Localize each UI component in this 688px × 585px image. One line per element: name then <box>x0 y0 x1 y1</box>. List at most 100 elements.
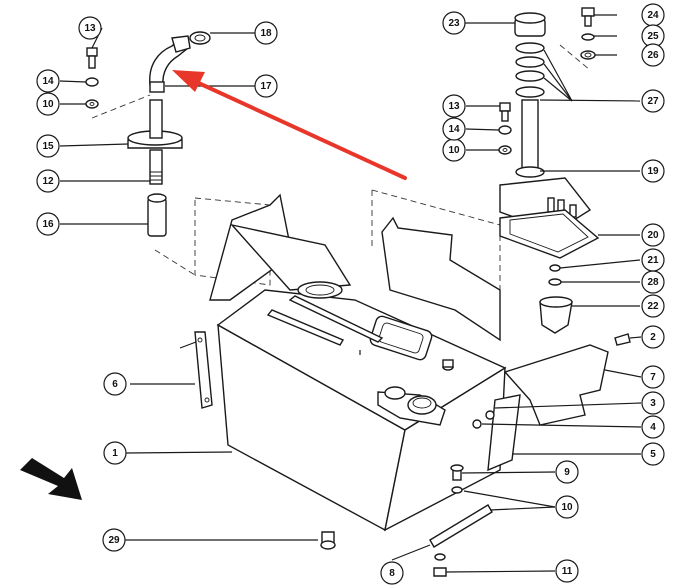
callout-circle <box>641 159 665 183</box>
callout-5: 5 <box>641 442 665 466</box>
callout-10b: 10 <box>442 138 466 162</box>
callout-14a: 14 <box>36 69 60 93</box>
callout-number: 7 <box>650 372 656 383</box>
callout-number: 16 <box>42 219 54 230</box>
callout-number: 10 <box>42 99 54 110</box>
callout-number: 11 <box>562 566 573 577</box>
callout-28: 28 <box>641 270 665 294</box>
bold-arrow-down-right-icon <box>20 458 82 500</box>
callout-circle <box>254 74 278 98</box>
callout-circle <box>36 212 60 236</box>
callout-circle <box>442 94 466 118</box>
callout-circle <box>555 559 579 583</box>
callout-circle <box>103 372 127 396</box>
callout-number: 24 <box>647 10 659 21</box>
callout-number: 20 <box>647 230 659 241</box>
callout-11: 11 <box>555 559 579 583</box>
callout-number: 27 <box>647 96 659 107</box>
callout-circle <box>641 43 665 67</box>
callout-14b: 14 <box>442 117 466 141</box>
callout-circle <box>641 89 665 113</box>
callout-circle <box>442 11 466 35</box>
callout-2: 2 <box>641 325 665 349</box>
callout-circle <box>36 69 60 93</box>
callout-number: 4 <box>650 422 656 433</box>
callout-29: 29 <box>102 528 126 552</box>
callout-circle <box>36 169 60 193</box>
callout-circle <box>442 117 466 141</box>
callout-number: 21 <box>647 255 659 266</box>
callout-number: 1 <box>112 448 118 459</box>
callout-number: 19 <box>647 166 659 177</box>
callout-circle <box>555 495 579 519</box>
callout-circle <box>36 134 60 158</box>
callout-circle <box>641 223 665 247</box>
callout-number: 8 <box>389 568 395 579</box>
callout-circle <box>641 391 665 415</box>
callout-21: 21 <box>641 248 665 272</box>
callout-circle <box>102 528 126 552</box>
assembly-guide-lines <box>91 44 591 290</box>
callout-19: 19 <box>641 159 665 183</box>
callout-16: 16 <box>36 212 60 236</box>
callout-number: 13 <box>84 23 96 34</box>
callout-10a: 10 <box>36 92 60 116</box>
callout-20: 20 <box>641 223 665 247</box>
callout-17: 17 <box>254 74 278 98</box>
callout-number: 12 <box>42 176 54 187</box>
callout-number: 14 <box>42 76 54 87</box>
callout-circle <box>641 415 665 439</box>
callout-circle <box>641 325 665 349</box>
callout-24: 24 <box>641 3 665 27</box>
callout-number: 25 <box>647 31 659 42</box>
callout-27: 27 <box>641 89 665 113</box>
callout-number: 13 <box>448 101 460 112</box>
callout-10c: 10 <box>555 495 579 519</box>
leader-lines <box>59 14 642 573</box>
callout-9: 9 <box>555 460 579 484</box>
callout-number: 10 <box>561 502 573 513</box>
fuel-sender-assembly <box>498 7 600 334</box>
callout-13b: 13 <box>442 94 466 118</box>
callout-7: 7 <box>641 365 665 389</box>
callout-number: 22 <box>647 301 659 312</box>
callout-6: 6 <box>103 372 127 396</box>
callout-22: 22 <box>641 294 665 318</box>
callout-number: 23 <box>448 18 460 29</box>
callout-circle <box>641 442 665 466</box>
callout-circle <box>36 92 60 116</box>
callout-number: 15 <box>42 141 54 152</box>
callout-4: 4 <box>641 415 665 439</box>
callout-12: 12 <box>36 169 60 193</box>
red-pointer-arrow <box>172 70 407 180</box>
callout-number: 2 <box>650 332 656 343</box>
callout-8: 8 <box>380 561 404 585</box>
callout-number: 5 <box>650 449 656 460</box>
callout-18: 18 <box>254 21 278 45</box>
callout-number: 3 <box>650 398 656 409</box>
callout-13a: 13 <box>78 16 102 40</box>
callout-number: 17 <box>260 81 272 92</box>
callout-1: 1 <box>103 441 127 465</box>
callout-number: 9 <box>564 467 570 478</box>
callout-labels: 1234567891010101112131314141516171819202… <box>36 3 665 585</box>
callout-number: 28 <box>647 277 659 288</box>
callout-circle <box>103 441 127 465</box>
left-hardware <box>85 47 99 109</box>
callout-number: 10 <box>448 145 460 156</box>
callout-circle <box>555 460 579 484</box>
callout-25: 25 <box>641 24 665 48</box>
callout-circle <box>641 270 665 294</box>
callout-15: 15 <box>36 134 60 158</box>
fuel-tank-body <box>209 193 507 550</box>
callout-3: 3 <box>641 391 665 415</box>
callout-number: 29 <box>108 535 120 546</box>
callout-circle <box>254 21 278 45</box>
callout-number: 18 <box>260 28 272 39</box>
callout-circle <box>78 16 102 40</box>
callout-26: 26 <box>641 43 665 67</box>
callout-number: 14 <box>448 124 460 135</box>
callout-circle <box>641 365 665 389</box>
